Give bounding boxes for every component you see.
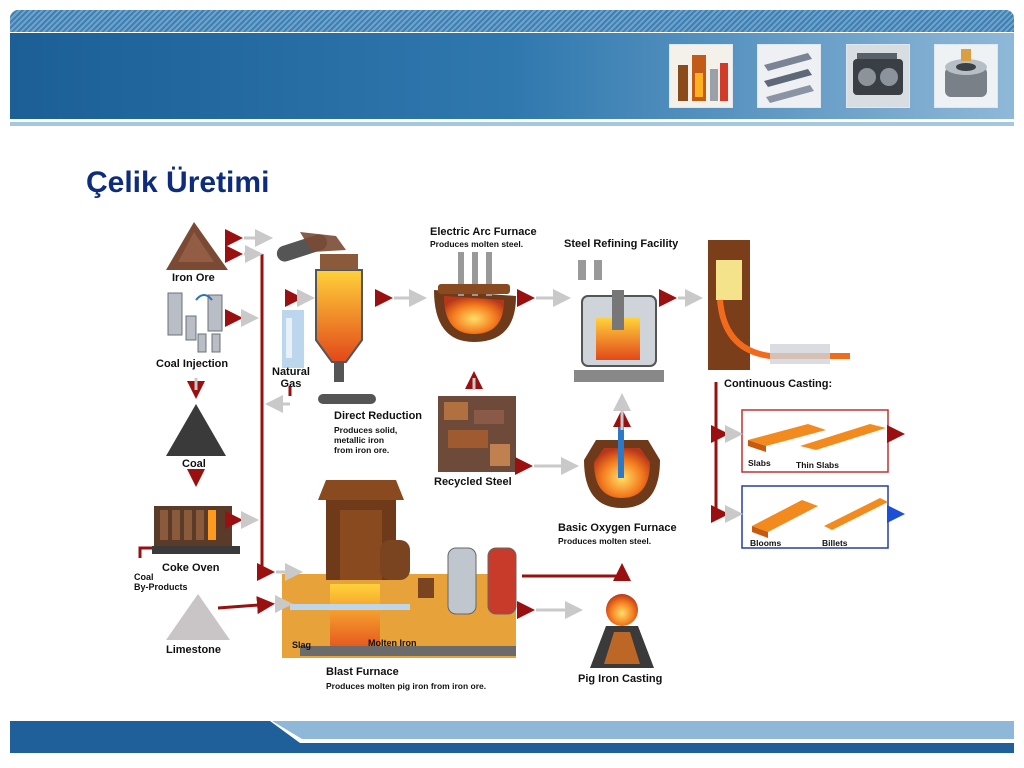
- label-eaf: Electric Arc Furnace: [430, 226, 537, 238]
- label-slag: Slag: [292, 640, 312, 650]
- coal-injection-icon: [167, 292, 223, 353]
- billet-icon: [824, 498, 888, 530]
- label-coal-byproducts: Coal By-Products: [134, 572, 188, 592]
- label-steel-refining: Steel Refining Facility: [564, 238, 679, 250]
- label-direct-reduction: Direct Reduction: [334, 410, 423, 422]
- label-slabs: Slabs: [748, 458, 771, 468]
- engine-thumb-icon: [853, 53, 903, 95]
- direct-reduction-furnace-icon: [315, 254, 376, 404]
- thumbnail-engine: [846, 44, 910, 108]
- slab-icon: [748, 424, 826, 446]
- page-title: Çelik Üretimi: [86, 166, 270, 199]
- drill-bits-thumb-icon: [764, 53, 814, 103]
- label-billets: Billets: [822, 538, 848, 548]
- conveyor-icon: [276, 232, 346, 262]
- label-blast-furnace: Blast Furnace: [326, 666, 399, 678]
- label-blooms: Blooms: [750, 538, 782, 548]
- coke-oven-icon: [152, 506, 240, 554]
- footer-accent: [272, 721, 1014, 739]
- electric-arc-furnace-icon: [434, 252, 516, 342]
- label-natural-gas: Natural Gas: [272, 366, 310, 390]
- continuous-casting-icon: [708, 240, 850, 370]
- label-molten-iron: Molten Iron: [368, 638, 417, 648]
- pig-iron-casting-icon: [590, 594, 654, 668]
- iron-ore-pile-icon: [166, 222, 228, 270]
- natural-gas-icon: [282, 310, 304, 368]
- label-limestone: Limestone: [166, 644, 222, 656]
- bearing-thumb-icon: [945, 49, 987, 97]
- label-blast-furnace-desc: Produces molten pig iron from iron ore.: [326, 681, 487, 691]
- steel-refining-icon: [574, 260, 664, 382]
- label-continuous-casting: Continuous Casting:: [724, 378, 833, 390]
- thumbnail-blast-furnace: [669, 44, 733, 108]
- blooms-box: [741, 485, 889, 549]
- label-bof: Basic Oxygen Furnace: [558, 522, 677, 534]
- thin-slab-icon: [800, 424, 886, 450]
- header-stripe: [10, 10, 1014, 32]
- label-bof-desc: Produces molten steel.: [558, 536, 652, 546]
- label-thin-slabs: Thin Slabs: [796, 460, 839, 470]
- label-pig-iron-casting: Pig Iron Casting: [578, 673, 663, 685]
- label-recycled-steel: Recycled Steel: [434, 476, 512, 488]
- label-coke-oven: Coke Oven: [162, 562, 220, 574]
- label-eaf-desc: Produces molten steel.: [430, 239, 524, 249]
- thumbnail-bearing: [934, 44, 998, 108]
- blast-furnace-thumb-icon: [678, 55, 728, 101]
- limestone-pile-icon: [166, 594, 230, 640]
- label-iron-ore: Iron Ore: [172, 272, 215, 284]
- recycled-steel-icon: [438, 396, 516, 472]
- label-direct-reduction-desc: Produces solid, metallic iron from iron …: [334, 425, 398, 455]
- blast-furnace-icon: [282, 480, 517, 658]
- bloom-icon: [752, 500, 818, 532]
- header-accent-line: [10, 122, 1014, 126]
- thumbnail-drill-bits: [757, 44, 821, 108]
- coal-pile-icon: [166, 404, 226, 456]
- basic-oxygen-furnace-icon: [584, 426, 660, 508]
- label-coal: Coal: [182, 458, 206, 470]
- label-coal-injection: Coal Injection: [156, 358, 229, 370]
